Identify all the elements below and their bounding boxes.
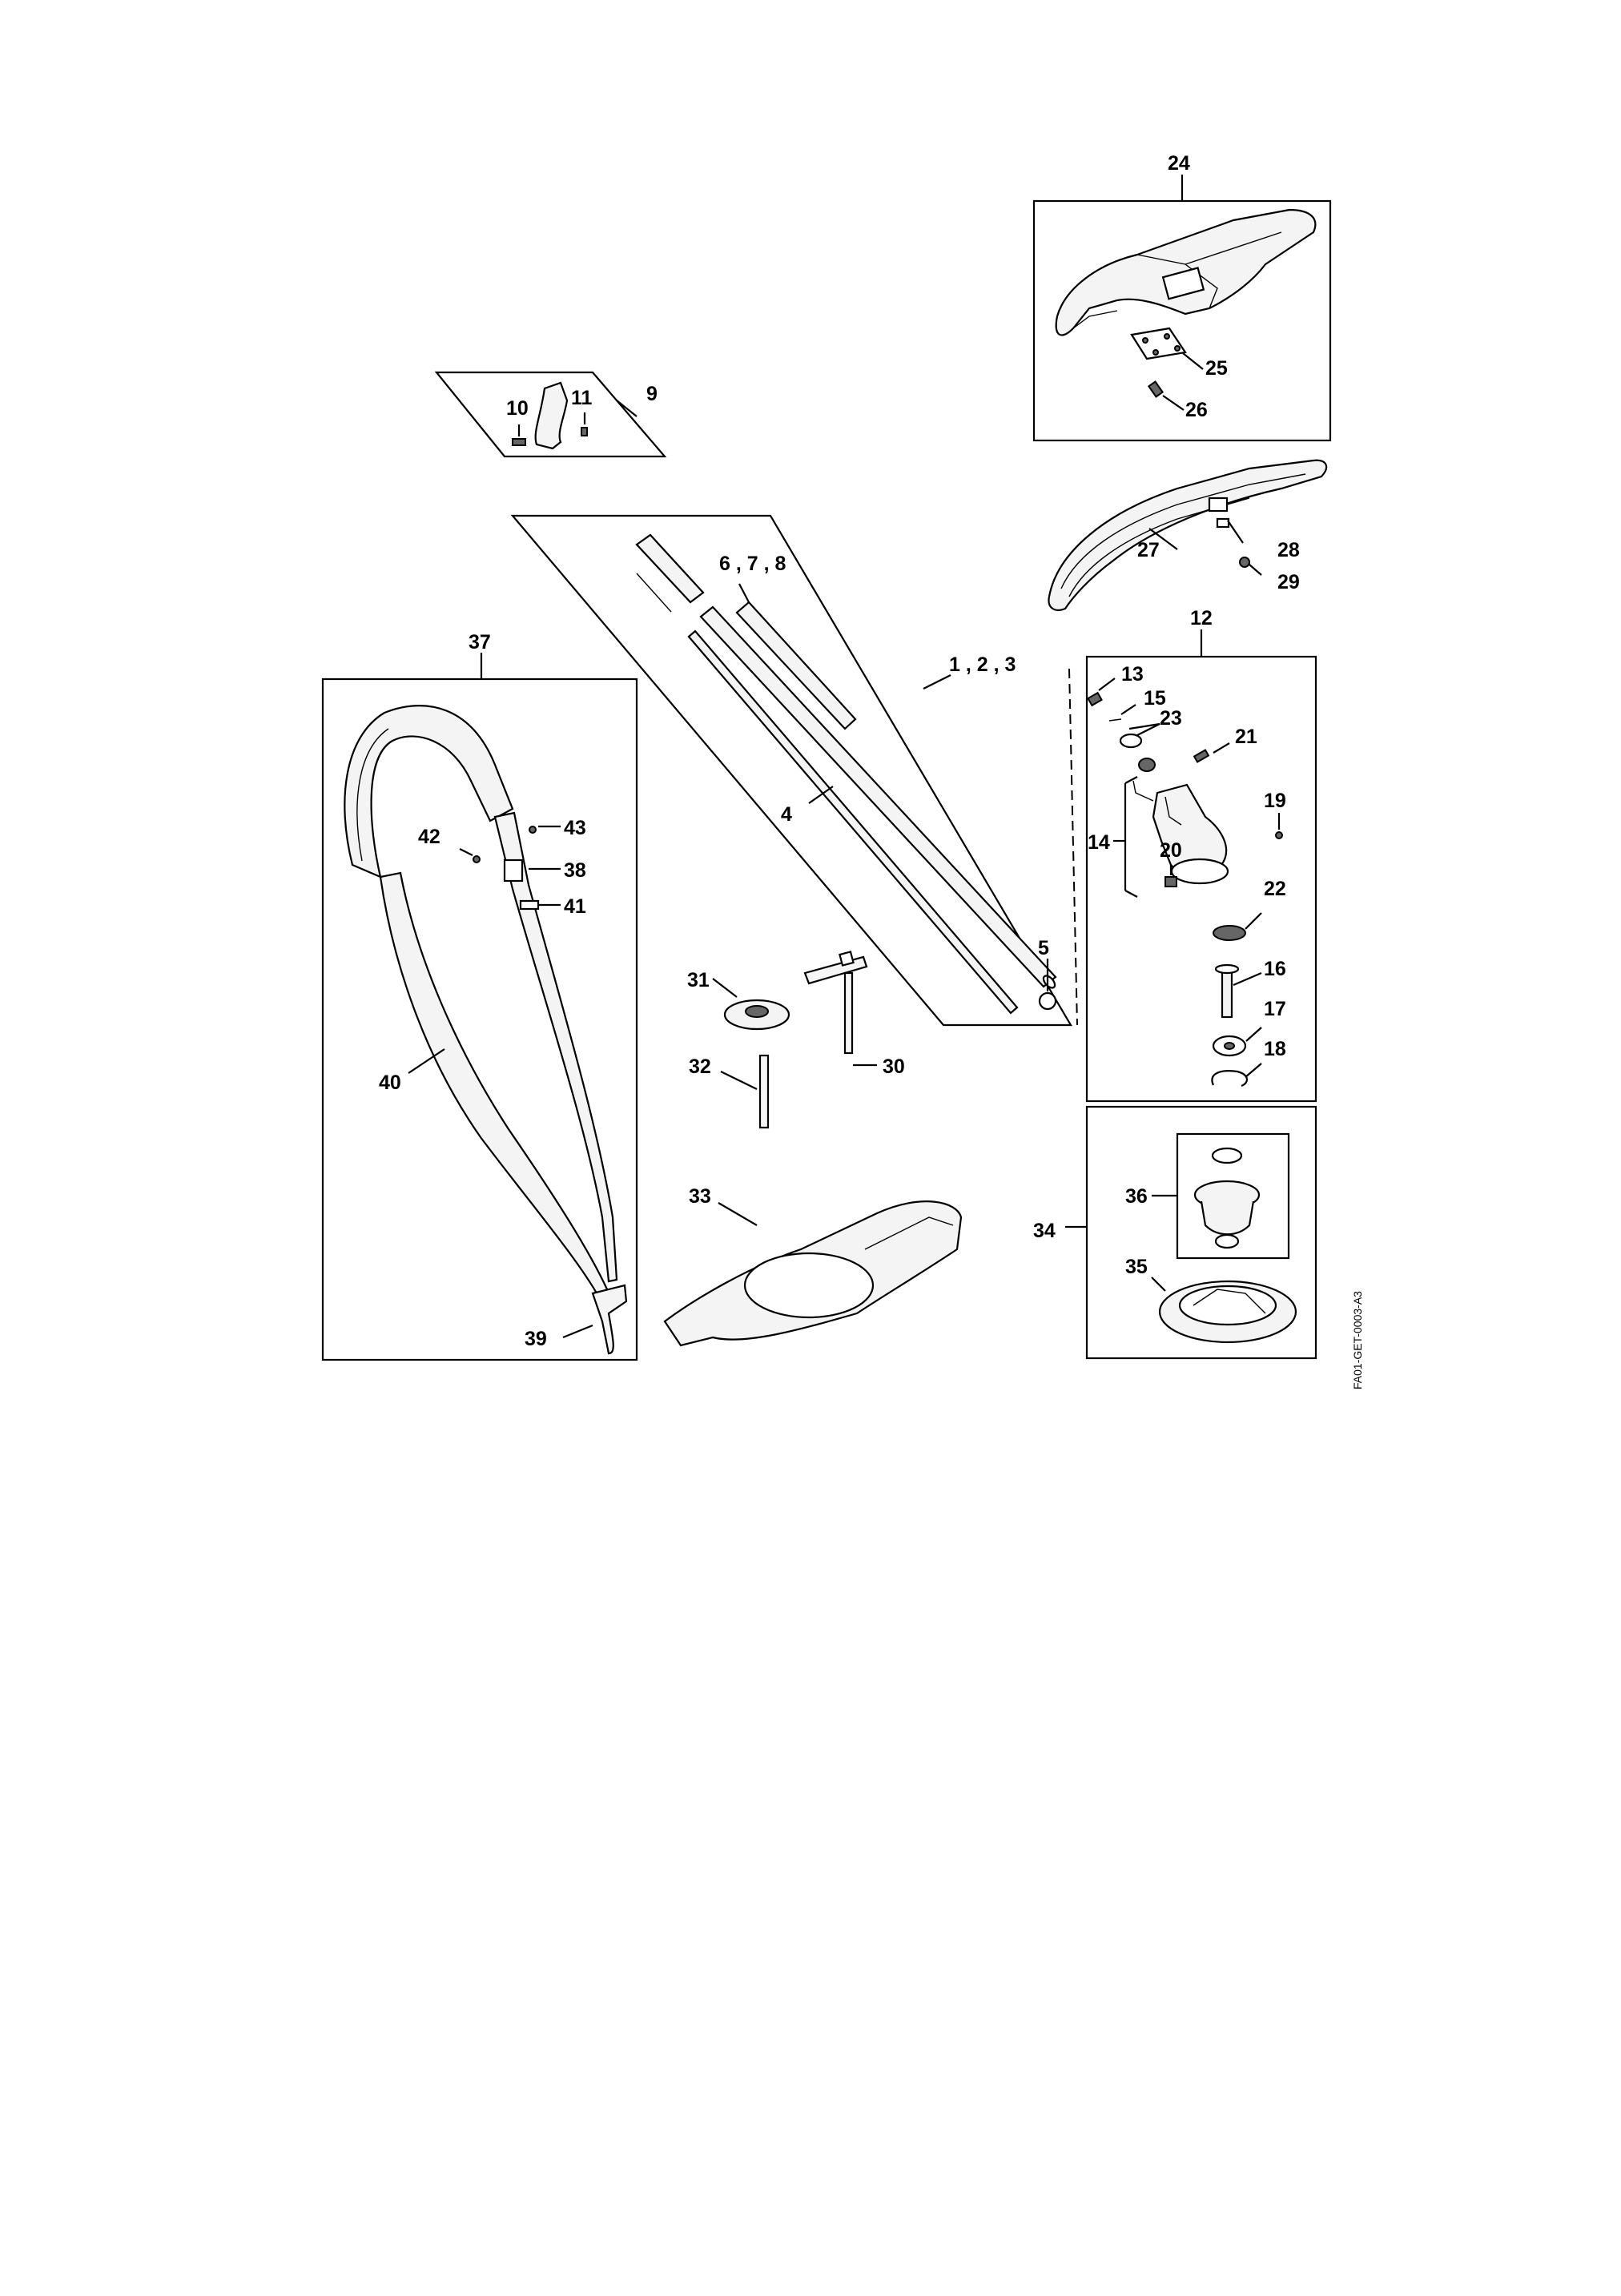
label-22: 22 bbox=[1264, 878, 1286, 900]
label-29: 29 bbox=[1277, 571, 1300, 593]
label-34: 34 bbox=[1033, 1220, 1056, 1242]
label-4: 4 bbox=[781, 803, 792, 826]
label-6-7-8: 6 , 7 , 8 bbox=[719, 553, 786, 575]
label-33: 33 bbox=[689, 1185, 711, 1208]
wrench-30-handle bbox=[843, 971, 854, 1055]
group-34-thrust-plate bbox=[1065, 1105, 1317, 1360]
label-35: 35 bbox=[1125, 1256, 1148, 1278]
screw-20-part bbox=[1164, 876, 1177, 887]
circlip-18-part bbox=[1211, 1070, 1248, 1088]
label-18: 18 bbox=[1264, 1038, 1286, 1060]
group-37-box bbox=[321, 678, 638, 1361]
group-9-box bbox=[434, 371, 667, 458]
part-27-guard-extension bbox=[1048, 459, 1328, 611]
screw-42-part bbox=[473, 855, 481, 863]
washer-23-part bbox=[1119, 733, 1143, 749]
label-17: 17 bbox=[1264, 998, 1286, 1020]
label-16: 16 bbox=[1264, 958, 1286, 980]
label-14: 14 bbox=[1088, 831, 1110, 854]
slider-41-part bbox=[519, 899, 540, 911]
label-9: 9 bbox=[646, 383, 658, 405]
label-36: 36 bbox=[1125, 1185, 1148, 1208]
group-24-deflector bbox=[1032, 175, 1332, 442]
label-24: 24 bbox=[1168, 152, 1190, 175]
label-27: 27 bbox=[1137, 539, 1160, 561]
buckle-38-part bbox=[503, 858, 524, 883]
label-15: 15 bbox=[1144, 687, 1166, 710]
bearing-22-part bbox=[1213, 925, 1246, 941]
label-31: 31 bbox=[687, 969, 710, 991]
shaft-16-part bbox=[1221, 967, 1233, 1019]
shoulder-pad-part bbox=[344, 705, 514, 879]
part-33-harness-plate bbox=[663, 1200, 963, 1347]
label-12: 12 bbox=[1190, 607, 1213, 629]
label-28: 28 bbox=[1277, 539, 1300, 561]
pin-32-part bbox=[758, 1054, 770, 1129]
screw-10-part bbox=[512, 438, 526, 446]
plate-part bbox=[1130, 327, 1187, 360]
label-13: 13 bbox=[1121, 663, 1144, 686]
label-1-2-3: 1 , 2 , 3 bbox=[949, 653, 1016, 676]
screw-21-part bbox=[1193, 749, 1210, 763]
hook-39-part bbox=[591, 1284, 628, 1355]
bushing-5-part bbox=[1038, 991, 1057, 1011]
label-20: 20 bbox=[1160, 839, 1182, 862]
group-9-clamp bbox=[434, 371, 667, 458]
spring-13-part bbox=[1087, 691, 1103, 707]
shaft-4-part bbox=[687, 629, 1019, 1015]
label-25: 25 bbox=[1205, 357, 1228, 380]
clip-28-part bbox=[1208, 497, 1229, 513]
label-5: 5 bbox=[1038, 937, 1049, 959]
drawing-code: FA01-GET-0003-A3 bbox=[1351, 1291, 1364, 1389]
tools-group bbox=[712, 951, 877, 1129]
label-19: 19 bbox=[1264, 790, 1286, 812]
screw-29-part bbox=[1239, 557, 1250, 568]
clamp-part bbox=[534, 381, 569, 450]
nut-19-part bbox=[1275, 831, 1283, 839]
group-37-harness bbox=[321, 653, 638, 1361]
label-10: 10 bbox=[506, 397, 529, 420]
group-34-box bbox=[1085, 1105, 1317, 1360]
label-32: 32 bbox=[689, 1056, 711, 1078]
tube-1-2-3-part bbox=[699, 605, 1057, 988]
label-40: 40 bbox=[379, 1072, 401, 1094]
label-11: 11 bbox=[571, 387, 593, 409]
screw-26-part bbox=[1147, 380, 1164, 398]
label-26: 26 bbox=[1185, 399, 1208, 421]
label-43: 43 bbox=[564, 817, 586, 839]
part-number-labels: 24 25 26 27 28 29 9 10 11 6 , 7 , 8 1 , … bbox=[379, 152, 1300, 1350]
label-38: 38 bbox=[564, 859, 586, 882]
label-23: 23 bbox=[1160, 707, 1182, 730]
label-21: 21 bbox=[1235, 726, 1257, 748]
label-30: 30 bbox=[883, 1056, 905, 1078]
group-1-2-3-box bbox=[510, 514, 1072, 1027]
washer-15-part bbox=[1108, 718, 1122, 722]
label-41: 41 bbox=[564, 895, 586, 918]
label-37: 37 bbox=[469, 631, 491, 653]
screw-43-part bbox=[529, 826, 537, 834]
label-39: 39 bbox=[525, 1328, 547, 1350]
nut-11-part bbox=[581, 427, 588, 436]
wrench-30-part bbox=[803, 955, 868, 985]
group-12-gear-head bbox=[1085, 629, 1317, 1103]
tube-6-7-8-part bbox=[735, 601, 857, 730]
group-1-2-3-drive-tube bbox=[510, 514, 1078, 1027]
label-42: 42 bbox=[418, 826, 440, 848]
